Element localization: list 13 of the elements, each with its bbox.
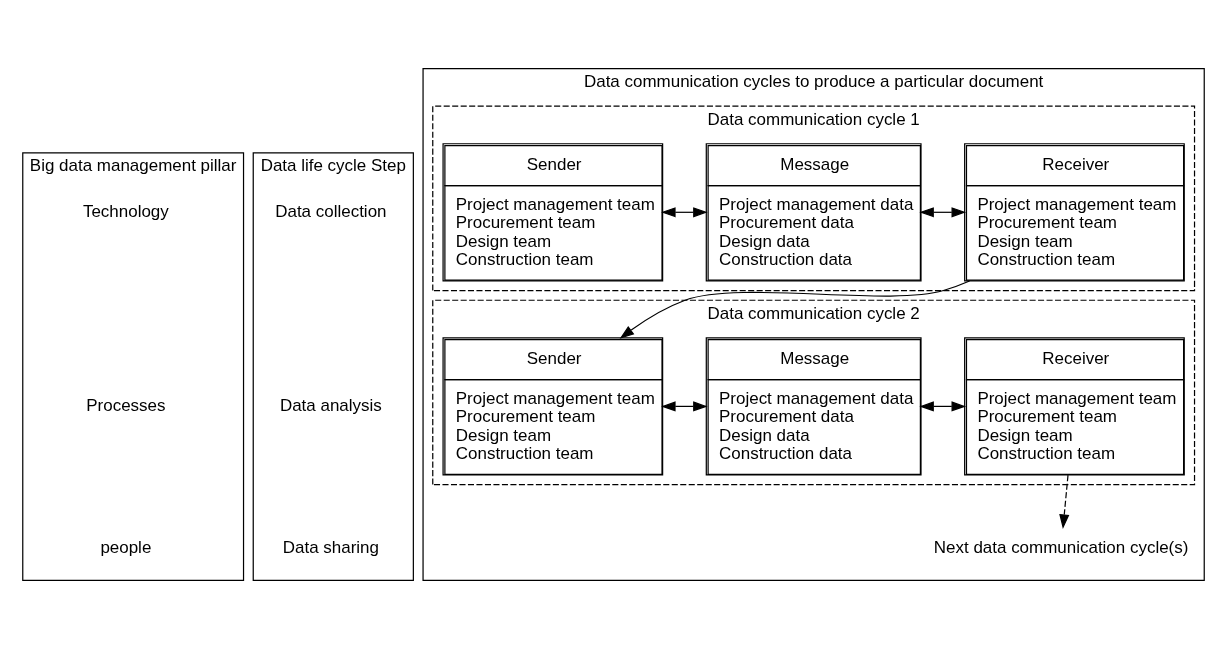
- arrow: [1059, 474, 1070, 529]
- node-text: Processes: [86, 395, 166, 415]
- node-text: Data analysis: [279, 395, 382, 415]
- node-text: Data collection: [275, 201, 387, 221]
- arrow: [919, 206, 967, 217]
- arrow: [661, 206, 708, 217]
- node-text: Next data communication cycle(s): [933, 537, 1189, 557]
- node-text: people: [100, 537, 152, 557]
- arrow: [619, 279, 971, 339]
- node-text: Data sharing: [282, 537, 379, 557]
- arrow: [661, 400, 708, 411]
- node-text: Technology: [82, 201, 169, 221]
- arrow: [919, 400, 967, 411]
